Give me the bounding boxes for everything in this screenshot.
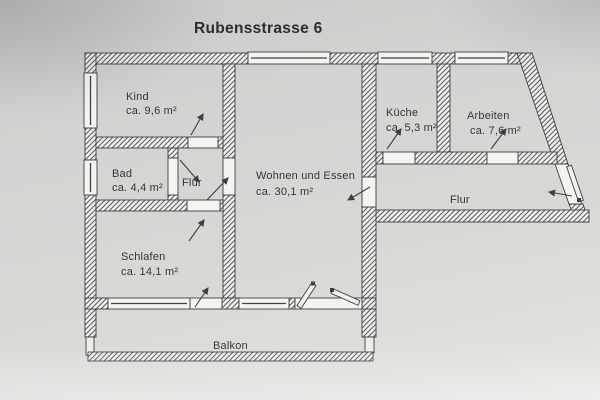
- wall-left-b: [84, 127, 97, 161]
- door-wohnen-flur-swing: [347, 186, 371, 201]
- wall-top-mid: [329, 52, 379, 65]
- door-leaf1-knob: [311, 281, 315, 286]
- wall-bad-flur-top: [167, 147, 179, 159]
- wall-wohnen-kueche: [361, 63, 377, 178]
- wall-flurR-c: [517, 151, 558, 165]
- door-bad: [167, 157, 179, 196]
- door-kueche-swing: [386, 128, 402, 150]
- door-kind-swing: [190, 113, 204, 136]
- room-name-flur: Flur: [450, 194, 470, 206]
- room-name-kueche: Küche: [386, 107, 418, 119]
- door-flur-wohnen: [222, 157, 236, 196]
- room-name-balkon: Balkon: [213, 340, 248, 352]
- balcony-wall-left: [84, 308, 97, 338]
- windows: [83, 51, 509, 310]
- doors: [167, 113, 584, 310]
- door-wohnen-balcony: [294, 297, 363, 310]
- page-title: Rubensstrasse 6: [194, 20, 323, 37]
- door-kind: [187, 136, 219, 149]
- wall-left-a: [84, 52, 97, 74]
- room-label-kueche: Küche ca. 5,3 m²: [386, 107, 437, 134]
- door-arbeiten-swing: [490, 128, 507, 150]
- wall-bottom-schlafen-left: [84, 297, 109, 310]
- balcony-structure: [84, 308, 377, 362]
- balcony-rail-right: [364, 336, 375, 354]
- wall-top-left: [84, 52, 249, 65]
- door-entrance-opening: [554, 163, 583, 205]
- door-leaf2-knob: [330, 288, 334, 292]
- door-kueche: [382, 151, 416, 165]
- room-label-wohnen: Wohnen und Essen ca. 30,1 m²: [256, 170, 355, 198]
- room-area-bad: ca. 4,4 m²: [112, 182, 163, 194]
- room-area-wohnen: ca. 30,1 m²: [256, 186, 313, 198]
- wall-flurR-b: [414, 151, 488, 165]
- interior-walls: [95, 63, 558, 299]
- wall-wohnen-right-lower: [361, 206, 377, 299]
- door-schlafen-balcony: [189, 297, 223, 310]
- wall-kind-bottom-stub: [217, 136, 224, 149]
- door-arbeiten: [486, 151, 519, 165]
- wall-left-c: [84, 194, 97, 311]
- wall-kind-bottom: [95, 136, 189, 149]
- wall-kueche-arbeiten: [436, 63, 451, 153]
- room-name-kind: Kind: [126, 91, 149, 103]
- wall-bottom-stub2: [288, 297, 296, 310]
- room-label-bad: Bad ca. 4,4 m²: [112, 168, 163, 194]
- balcony-wall-right: [361, 308, 377, 338]
- room-label-flur: Flur: [450, 194, 470, 206]
- wall-schlafen-wohnen: [222, 194, 236, 299]
- door-entrance-hinge: [577, 198, 581, 202]
- door-wohnen-balcony-leaf1: [296, 281, 317, 310]
- room-area-kind: ca. 9,6 m²: [126, 105, 177, 117]
- wall-slant-upper: [516, 52, 569, 165]
- room-name-wohnen: Wohnen und Essen: [256, 170, 355, 182]
- door-entrance-panel: [566, 164, 584, 203]
- wall-flurR-a: [375, 151, 384, 165]
- room-area-kueche: ca. 5,3 m²: [386, 122, 437, 134]
- door-schlafen-balcony-swing: [194, 287, 209, 308]
- room-label-arbeiten: Arbeiten ca. 7,6 m²: [467, 110, 521, 137]
- room-label-flur-klein: Flur: [182, 177, 202, 189]
- room-name-bad: Bad: [112, 168, 132, 180]
- room-label-kind: Kind ca. 9,6 m²: [126, 91, 177, 117]
- room-name-arbeiten: Arbeiten: [467, 110, 510, 122]
- wall-kind-wohnen: [222, 63, 236, 159]
- wall-bad-bottom: [95, 199, 188, 212]
- door-flur-wohnen-swing: [205, 177, 229, 202]
- room-label-balkon: Balkon: [213, 340, 248, 352]
- door-schlafen: [186, 199, 221, 212]
- balcony-rail-bottom: [87, 351, 374, 362]
- wall-bottom-right: [361, 297, 377, 310]
- wall-bottom-stub1: [221, 297, 240, 310]
- room-name-flur-klein: Flur: [182, 177, 202, 189]
- door-schlafen-swing: [188, 219, 205, 242]
- room-area-arbeiten: ca. 7,6 m²: [470, 125, 521, 137]
- room-name-schlafen: Schlafen: [121, 251, 165, 263]
- wall-top-mid2: [431, 52, 456, 65]
- entrance-arrow: [547, 189, 573, 197]
- door-wohnen-flur: [361, 176, 377, 208]
- door-bad-swing: [179, 159, 200, 183]
- room-area-schlafen: ca. 14,1 m²: [121, 266, 178, 278]
- wall-flur-bottom: [375, 209, 590, 223]
- room-label-schlafen: Schlafen ca. 14,1 m²: [121, 251, 178, 278]
